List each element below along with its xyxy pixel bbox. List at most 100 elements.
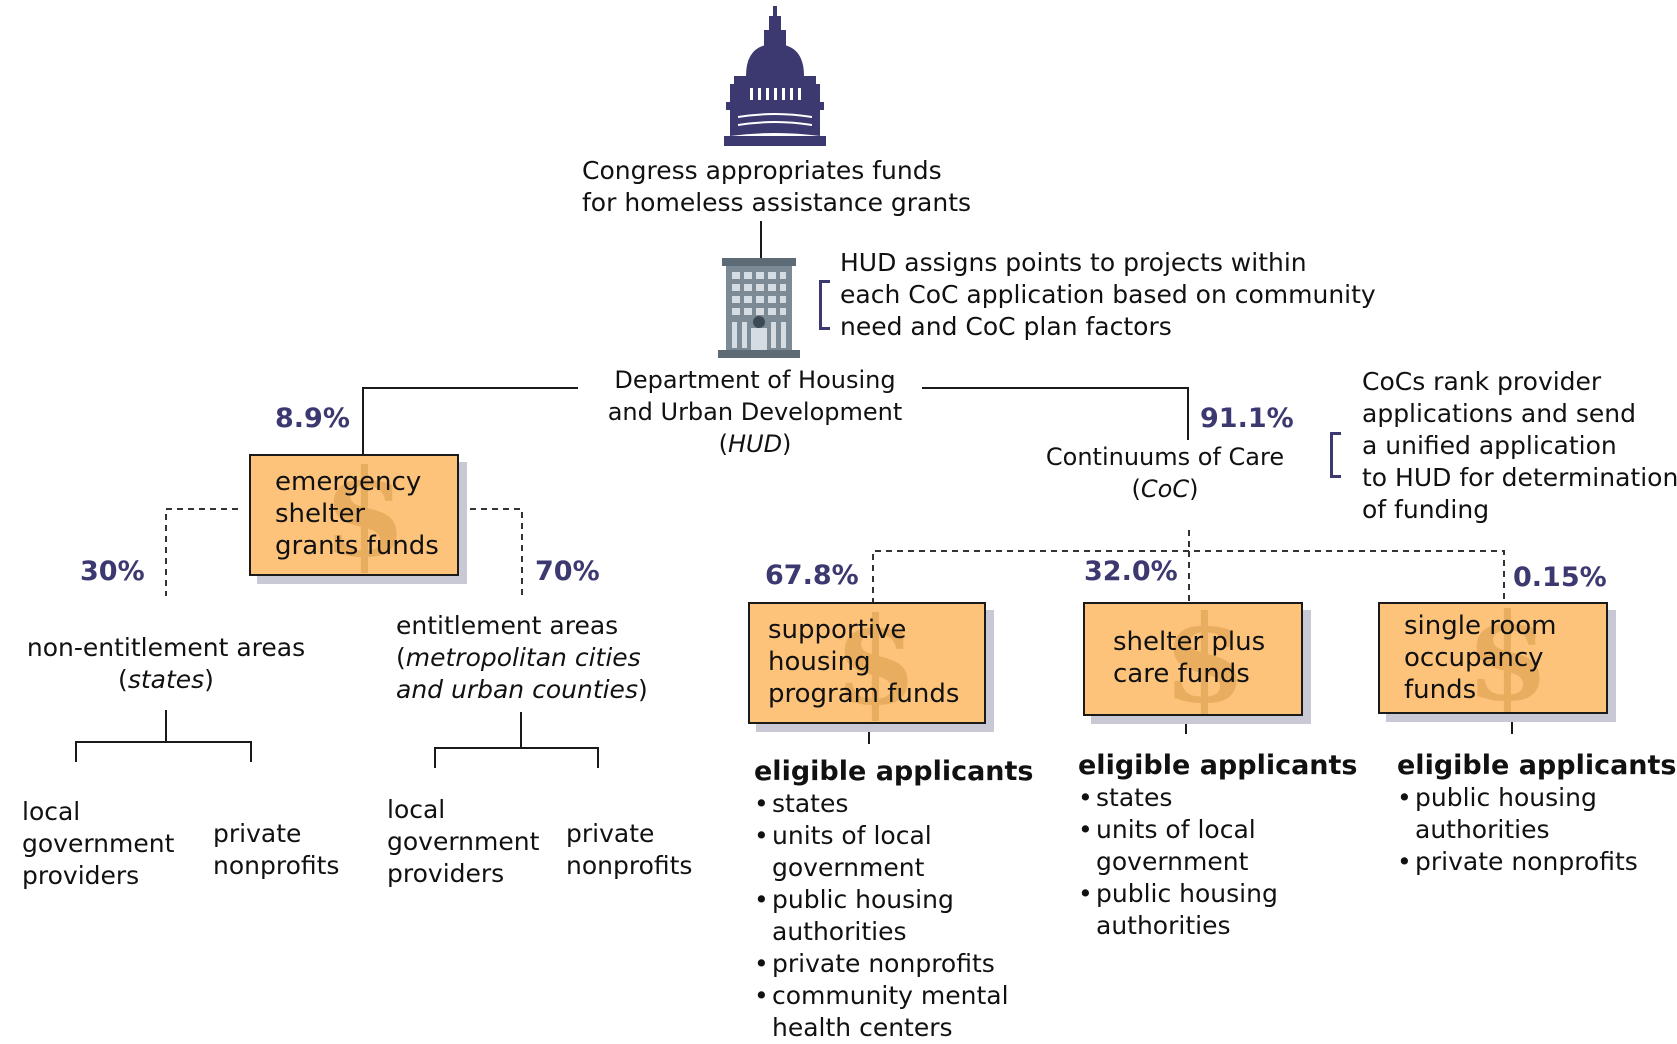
non-ent-local-gov-line-2: government — [22, 829, 175, 858]
entitlement-italic-1: metropolitan cities — [405, 643, 641, 672]
esg-funds-box: $ emergency shelter grants funds — [249, 454, 459, 576]
hud-line-3: (HUD) — [718, 430, 792, 458]
hud-label: Department of Housing and Urban Developm… — [600, 364, 910, 460]
hud-line-1: Department of Housing — [614, 366, 896, 394]
coc-note-line-4: to HUD for determination — [1362, 463, 1677, 492]
shp-line-1: supportive — [768, 615, 907, 645]
entitlement-line-1: entitlement areas — [396, 611, 619, 640]
ent-private-line-1: private — [566, 819, 655, 848]
non-ent-private-line-2: nonprofits — [213, 851, 340, 880]
esg-funds-label: emergency shelter grants funds — [275, 466, 439, 562]
non-ent-local-gov-line-3: providers — [22, 861, 140, 890]
entitlement-label: entitlement areas (metropolitan cities a… — [396, 610, 648, 706]
entitlement-line-3: and urban counties) — [396, 675, 648, 704]
shp-funds-label: supportive housing program funds — [768, 614, 959, 710]
hud-note-line-3: need and CoC plan factors — [840, 312, 1172, 341]
capitol-dome-icon — [724, 6, 826, 146]
ent-local-gov: local government providers — [387, 794, 539, 890]
spc-line-1: shelter plus — [1113, 627, 1266, 657]
pct-coc: 91.1% — [1200, 403, 1294, 434]
coc-note-line-2: applications and send — [1362, 399, 1636, 428]
coc-line-2: (CoC) — [1131, 475, 1199, 503]
coc-note-line-3: a unified application — [1362, 431, 1617, 460]
ent-local-gov-line-2: government — [387, 827, 540, 856]
shp-funds-box: $ supportive housing program funds — [748, 602, 986, 724]
coc-note-line-5: of funding — [1362, 495, 1490, 524]
entitlement-line-2: (metropolitan cities — [396, 643, 641, 672]
esg-line-1: emergency — [275, 467, 422, 497]
list-item: private nonprofits — [1397, 846, 1677, 878]
ent-private: private nonprofits — [566, 818, 692, 882]
sro-line-1: single room — [1404, 611, 1557, 641]
hud-note-bracket — [819, 280, 830, 330]
spc-eligible-heading: eligible applicants — [1078, 750, 1358, 781]
coc-line-1: Continuums of Care — [1045, 443, 1285, 471]
sro-funds-label: single room occupancy funds — [1404, 610, 1557, 706]
congress-text: Congress appropriates funds for homeless… — [582, 155, 971, 219]
dollar-sign-icon: $ — [1466, 602, 1550, 714]
pct-esg: 8.9% — [275, 403, 350, 434]
list-item: states — [1078, 782, 1358, 814]
dollar-sign-icon: $ — [323, 454, 407, 576]
non-entitlement-italic: states — [127, 665, 205, 694]
sro-eligible-applicants: eligible applicants public housingauthor… — [1397, 750, 1677, 878]
non-entitlement-line-1: non-entitlement areas — [26, 633, 306, 662]
pct-sro: 0.15% — [1513, 562, 1607, 593]
shp-line-2: housing — [768, 647, 871, 677]
sro-funds-box: $ single room occupancy funds — [1378, 602, 1608, 714]
sro-line-3: funds — [1404, 675, 1477, 705]
non-entitlement-line-2: (states) — [118, 665, 214, 694]
coc-note-bracket — [1330, 432, 1341, 478]
coc-abbr: CoC — [1140, 475, 1190, 503]
entitlement-italic-2: and urban counties — [396, 675, 638, 704]
non-ent-local-gov-line-1: local — [22, 797, 81, 826]
congress-line-1: Congress appropriates funds — [582, 156, 942, 185]
sro-line-2: occupancy — [1404, 643, 1544, 673]
spc-line-2: care funds — [1113, 659, 1250, 689]
sro-eligible-heading: eligible applicants — [1397, 750, 1677, 781]
coc-label: Continuums of Care (CoC) — [1030, 441, 1300, 505]
office-building-icon — [718, 258, 800, 358]
list-item: states — [754, 788, 1034, 820]
dollar-sign-icon: $ — [1163, 602, 1247, 716]
spc-funds-label: shelter plus care funds — [1113, 626, 1265, 690]
congress-line-2: for homeless assistance grants — [582, 188, 972, 217]
pct-non-entitlement: 30% — [80, 556, 145, 587]
hud-note-line-1: HUD assigns points to projects within — [840, 248, 1307, 277]
ent-private-line-2: nonprofits — [566, 851, 693, 880]
shp-line-3: program funds — [768, 679, 960, 709]
coc-note-line-1: CoCs rank provider — [1362, 367, 1602, 396]
non-ent-local-gov: local government providers — [22, 796, 174, 892]
ent-local-gov-line-1: local — [387, 795, 446, 824]
coc-note: CoCs rank provider applications and send… — [1362, 366, 1677, 526]
pct-spc: 32.0% — [1084, 556, 1178, 587]
list-item: private nonprofits — [754, 948, 1034, 980]
hud-note-line-2: each CoC application based on community — [840, 280, 1376, 309]
spc-funds-box: $ shelter plus care funds — [1083, 602, 1303, 716]
hud-line-2: and Urban Development — [607, 398, 903, 426]
hud-abbr: HUD — [727, 430, 783, 458]
shp-eligible-heading: eligible applicants — [754, 756, 1034, 787]
non-ent-private: private nonprofits — [213, 818, 339, 882]
ent-local-gov-line-3: providers — [387, 859, 505, 888]
hud-note: HUD assigns points to projects within ea… — [840, 247, 1376, 343]
esg-line-3: grants funds — [275, 531, 439, 561]
dollar-sign-icon: $ — [834, 602, 918, 724]
non-ent-private-line-1: private — [213, 819, 302, 848]
non-entitlement-label: non-entitlement areas (states) — [10, 632, 322, 696]
pct-entitlement: 70% — [535, 556, 600, 587]
spc-eligible-applicants: eligible applicants states units of loca… — [1078, 750, 1358, 942]
pct-shp: 67.8% — [765, 560, 859, 591]
shp-eligible-applicants: eligible applicants states units of loca… — [754, 756, 1034, 1044]
esg-line-2: shelter — [275, 499, 366, 529]
